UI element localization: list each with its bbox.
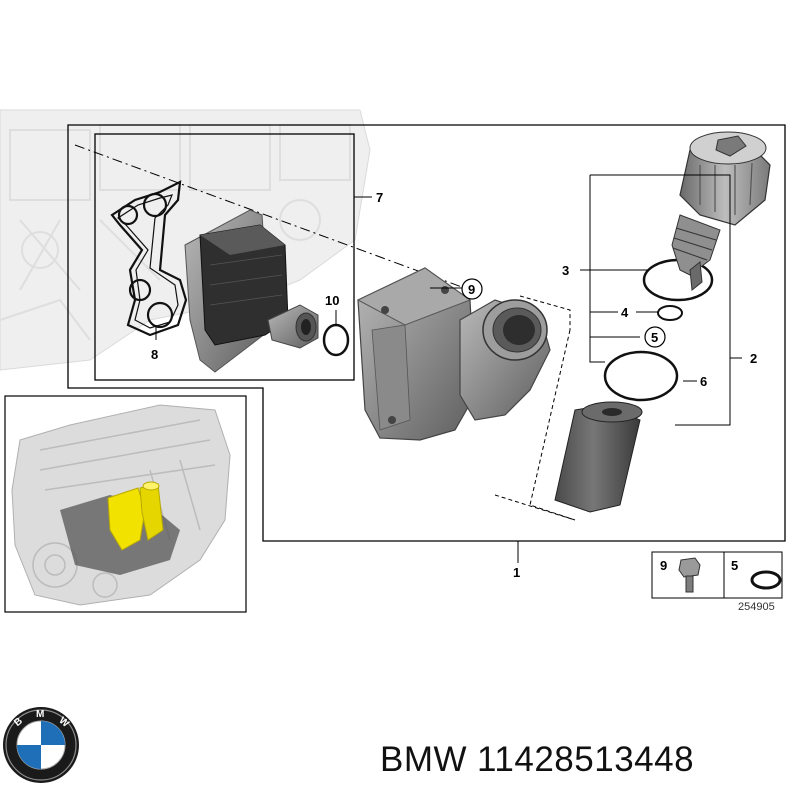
callout-9: 9 [468,282,475,297]
legend-number-9: 9 [660,558,667,573]
o-ring-part-4 [657,305,683,321]
engine-locator-inset [4,395,247,613]
callout-10: 10 [325,293,339,308]
o-ring-part-6 [603,350,679,402]
part-number: 11428513448 [477,740,695,779]
o-ring-part-10 [322,323,350,357]
callout-4: 4 [621,305,629,320]
assembly-frame-7 [94,133,355,381]
oil-cooler [184,209,319,373]
callout-7: 7 [376,190,383,205]
highlighted-part [107,481,164,551]
seal-washer-icon [750,570,782,590]
filter-seat-bracket [519,295,576,521]
leader-part-2 [590,174,742,426]
brand-name: BMW [380,740,468,779]
drawing-number: 254905 [738,601,775,613]
oil-filter-cap [671,131,771,291]
callout-2: 2 [750,351,757,366]
callout-6: 6 [700,374,707,389]
svg-text:M: M [36,709,44,720]
legend-box: 9 5 254905 [651,551,783,613]
leader-group-456 [589,175,640,363]
bolt-icon [678,557,701,593]
callout-leaders [155,196,697,563]
legend-number-5: 5 [731,558,738,573]
gasket-part-8 [110,180,188,337]
assembly-frame-1 [67,124,786,542]
callout-5: 5 [651,330,658,345]
callout-3: 3 [562,263,569,278]
bmw-roundel-logo: B M W [3,707,79,783]
callout-8: 8 [151,347,158,362]
oil-filter-element [554,401,643,513]
engine-background-ghost [0,109,371,371]
callout-1: 1 [513,565,520,580]
oil-filter-housing [356,267,551,441]
